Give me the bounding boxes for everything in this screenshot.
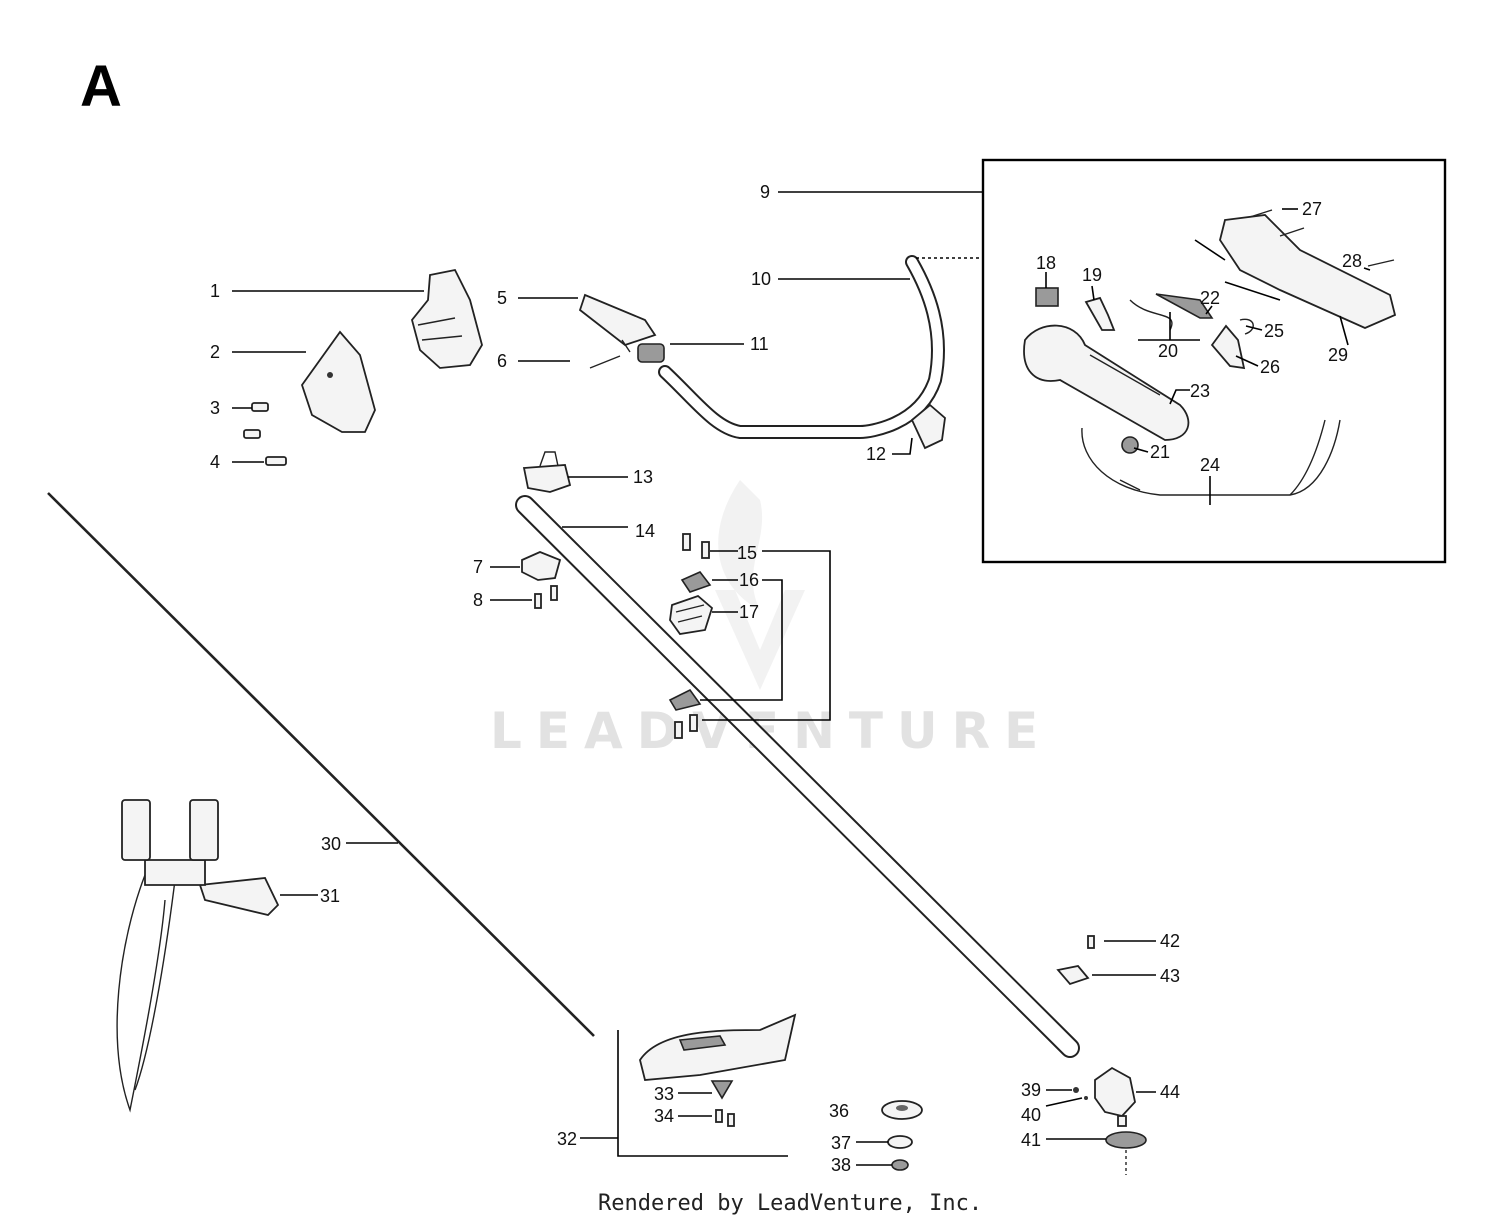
callout-30: 30 xyxy=(321,834,341,854)
part-10-handlebar xyxy=(658,255,945,439)
part-32-guard xyxy=(639,1013,797,1081)
part-16-clamp-half xyxy=(668,571,712,711)
part-1-cover xyxy=(411,268,483,369)
part-11-clamp xyxy=(637,343,665,363)
part-2-cover-plate xyxy=(301,330,376,433)
callout-39: 39 xyxy=(1021,1080,1041,1100)
part-33-blade xyxy=(710,1080,734,1100)
part-15-screws xyxy=(674,533,710,739)
callout-20: 20 xyxy=(1158,341,1178,361)
callout-8: 8 xyxy=(473,590,483,610)
inset-box-handle-assembly xyxy=(981,158,1447,564)
part-27-28-screws xyxy=(1249,209,1395,267)
callout-42: 42 xyxy=(1160,931,1180,951)
footer-credit: Rendered by LeadVenture, Inc. xyxy=(598,1191,982,1216)
callout-12: 12 xyxy=(866,444,886,464)
callout-9: 9 xyxy=(760,182,770,202)
part-17-clamp xyxy=(669,594,714,635)
callout-33: 33 xyxy=(654,1084,674,1104)
callout-38: 38 xyxy=(831,1155,851,1175)
callout-41: 41 xyxy=(1021,1130,1041,1150)
callout-32: 32 xyxy=(557,1129,577,1149)
watermark-logo xyxy=(715,480,805,690)
part-3-screws xyxy=(243,402,269,439)
part-5-grip xyxy=(578,293,657,353)
callout-21: 21 xyxy=(1150,442,1170,462)
part-44-gear-head xyxy=(1094,1066,1136,1127)
callout-1: 1 xyxy=(210,281,220,301)
callout-25: 25 xyxy=(1264,321,1284,341)
section-letter: A xyxy=(80,54,122,119)
callout-18: 18 xyxy=(1036,253,1056,273)
part-36-washer xyxy=(881,1100,923,1120)
leader-lines xyxy=(232,191,1371,1166)
part-14-shaft-tube xyxy=(515,495,1080,1058)
callout-24: 24 xyxy=(1200,455,1220,475)
callout-22: 22 xyxy=(1200,288,1220,308)
callout-26: 26 xyxy=(1260,357,1280,377)
part-22-trigger xyxy=(1155,293,1214,319)
part-37-cup xyxy=(887,1135,913,1149)
callout-29: 29 xyxy=(1328,345,1348,365)
part-43-bracket xyxy=(1056,965,1090,986)
part-12-clip xyxy=(910,403,946,450)
part-13-clamp xyxy=(522,451,572,493)
part-34-screws xyxy=(715,1109,735,1127)
part-38-nut xyxy=(891,1159,909,1171)
callout-43: 43 xyxy=(1160,966,1180,986)
part-31-harness xyxy=(116,799,280,1113)
callout-27: 27 xyxy=(1302,199,1322,219)
callout-labels: 1 2 3 4 5 6 7 8 9 10 11 12 13 14 15 16 1… xyxy=(210,182,1362,1175)
callout-3: 3 xyxy=(210,398,220,418)
callout-10: 10 xyxy=(751,269,771,289)
callout-17: 17 xyxy=(739,602,759,622)
part-26-lock xyxy=(1210,324,1246,370)
inset-spring-detail xyxy=(1129,299,1254,335)
callout-13: 13 xyxy=(633,467,653,487)
callout-16: 16 xyxy=(739,570,759,590)
callout-5: 5 xyxy=(497,288,507,308)
part-29-handle-half xyxy=(1219,214,1397,329)
callout-6: 6 xyxy=(497,351,507,371)
callout-7: 7 xyxy=(473,557,483,577)
part-6-screw xyxy=(589,355,621,369)
callout-14: 14 xyxy=(635,521,655,541)
callout-2: 2 xyxy=(210,342,220,362)
part-30-drive-shaft xyxy=(47,492,595,1037)
callout-23: 23 xyxy=(1190,381,1210,401)
callout-31: 31 xyxy=(320,886,340,906)
part-41-washer xyxy=(1105,1131,1147,1175)
callout-36: 36 xyxy=(829,1101,849,1121)
part-23-throttle-handle xyxy=(1023,324,1190,441)
callout-34: 34 xyxy=(654,1106,674,1126)
part-8-screws xyxy=(534,585,558,609)
callout-19: 19 xyxy=(1082,265,1102,285)
callout-40: 40 xyxy=(1021,1105,1041,1125)
part-24-wiring xyxy=(1081,419,1341,496)
callout-28: 28 xyxy=(1342,251,1362,271)
callout-11: 11 xyxy=(750,334,769,354)
part-4-screw xyxy=(265,456,287,466)
part-21-nut xyxy=(1121,436,1139,454)
callout-15: 15 xyxy=(737,543,757,563)
part-19-lever xyxy=(1084,296,1116,331)
part-42-screw xyxy=(1087,935,1095,949)
part-7-bracket xyxy=(521,551,562,581)
callout-4: 4 xyxy=(210,452,220,472)
callout-37: 37 xyxy=(831,1133,851,1153)
part-18-switch xyxy=(1035,287,1059,307)
part-39-40-screws xyxy=(1073,1087,1088,1100)
callout-44: 44 xyxy=(1160,1082,1180,1102)
